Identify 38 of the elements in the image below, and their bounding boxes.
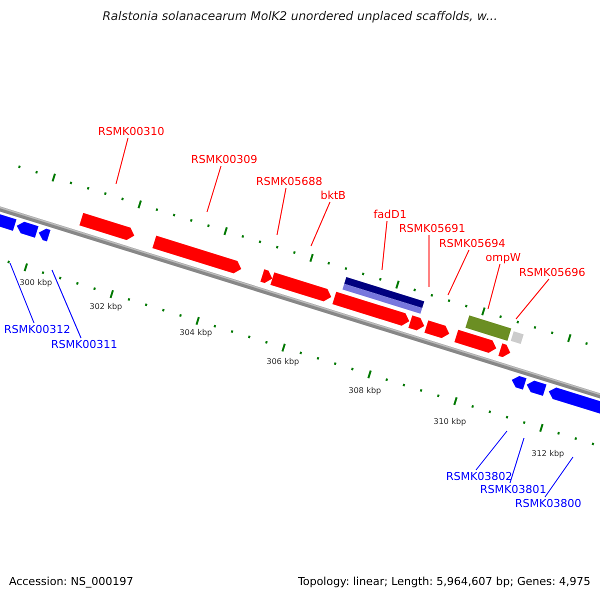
gene-label: fadD1 — [374, 208, 407, 221]
leader-line — [310, 202, 330, 246]
scale-label: 302 kbp — [90, 301, 122, 313]
leader-line — [510, 438, 524, 484]
leader-line — [382, 220, 388, 270]
gene-label: RSMK05688 — [256, 175, 322, 188]
gene-label: RSMK00311 — [51, 338, 118, 351]
gene-label: RSMK03800 — [515, 497, 582, 510]
leader-line — [544, 456, 574, 498]
gene-label: RSMK00312 — [4, 323, 70, 336]
scale-label: 310 kbp — [434, 416, 466, 428]
leader-line — [10, 262, 34, 324]
scale-label: 304 kbp — [180, 327, 212, 339]
gene-label: RSMK05696 — [519, 266, 586, 279]
leader-line — [476, 430, 508, 470]
scale-label: 306 kbp — [266, 356, 300, 368]
leader-line — [428, 234, 430, 288]
gene-label: RSMK05694 — [439, 237, 506, 250]
gene-label: RSMK03801 — [480, 483, 546, 496]
leader-line — [276, 188, 286, 236]
gene-label: RSMK00309 — [191, 153, 258, 166]
leader-line — [52, 270, 82, 338]
gene-label: RSMK05691 — [399, 222, 466, 235]
leader-line — [206, 166, 222, 212]
gene-label: bktB — [320, 189, 346, 202]
title: Ralstonia solanacearum MolK2 unordered unplaced scaffolds, w... — [101, 10, 499, 23]
gene-label: ompW — [486, 251, 521, 264]
leader-line — [488, 264, 500, 310]
footer-text: Accession: NS_000197 — [9, 575, 134, 588]
leader-line — [516, 278, 550, 320]
gene-label: RSMK03802 — [446, 470, 512, 483]
footer-text: Topology: linear; Length: 5,964,607 bp; Genes: 4,975 — [298, 575, 591, 588]
scale-label: 308 kbp — [348, 385, 382, 397]
leader-line — [116, 138, 128, 184]
leader-line — [448, 250, 470, 296]
scale-label: 300 kbp — [20, 277, 52, 289]
scale-label: 312 kbp — [532, 448, 564, 460]
gene-label: RSMK00310 — [98, 125, 164, 138]
